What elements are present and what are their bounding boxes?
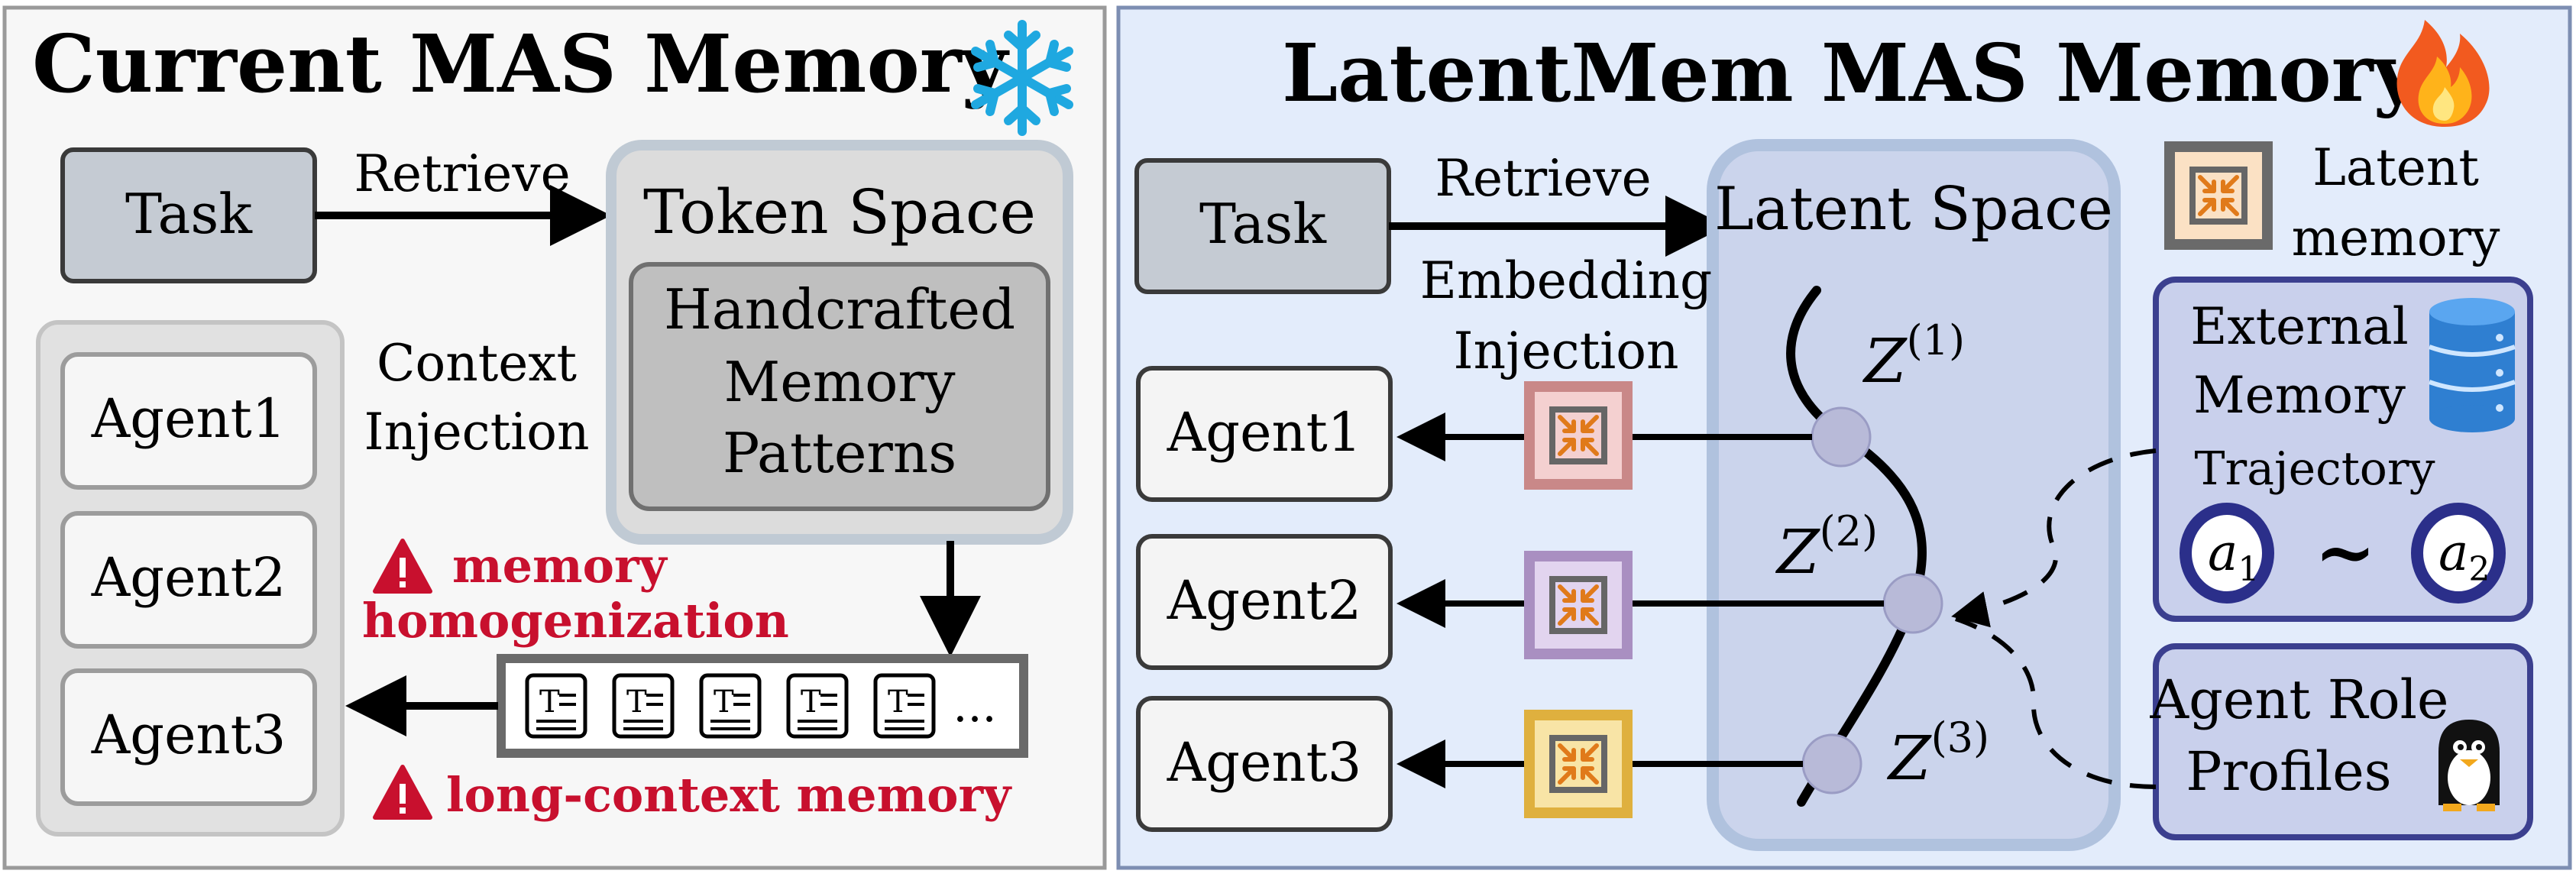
external-memory-line-1: External (2190, 297, 2409, 356)
penguin-icon (2438, 720, 2500, 811)
right-task-label: Task (1199, 192, 1327, 256)
embedding-injection-line-1: Embedding (1420, 251, 1712, 310)
external-memory-dashed-link (1951, 448, 2157, 628)
latent-node-3 (1801, 733, 1862, 794)
handcrafted-line-2: Memory (723, 350, 955, 414)
legend-latent-memory-box (2164, 141, 2273, 250)
context-injection-line-1: Context (377, 334, 577, 393)
token-doc-icon-2 (614, 675, 672, 736)
token-ellipsis: ... (953, 679, 996, 733)
left-task-label: Task (125, 182, 253, 246)
action-a2-circle (2411, 503, 2506, 604)
action-a2-label: a2 (2438, 523, 2490, 589)
handcrafted-line-3: Patterns (723, 421, 956, 485)
right-agent3-label: Agent3 (1167, 731, 1362, 794)
token-doc-icon-1 (527, 675, 585, 736)
handcrafted-line-1: Handcrafted (664, 277, 1015, 341)
role-profiles-dashed-link (1955, 616, 2157, 789)
token-strip (497, 654, 1028, 758)
legend-latent-line-2: memory (2292, 209, 2501, 267)
z3-label: Z(3) (1886, 714, 1989, 794)
latent-space-label: Latent Space (1714, 175, 2113, 244)
external-memory-line-2: Memory (2193, 366, 2406, 425)
latent-trajectory-curve (1786, 286, 1927, 807)
left-agent2-box (60, 511, 317, 649)
agent-role-line-2: Profiles (2186, 740, 2391, 803)
warning-homogenization-line-2: homogenization (362, 593, 789, 649)
latent-memory-box-3 (1524, 710, 1633, 818)
latent-node-2 (1882, 573, 1943, 634)
right-retrieve-label: Retrieve (1435, 149, 1651, 208)
fire-icon (2396, 20, 2490, 127)
left-panel-title: Current MAS Memory (32, 17, 1010, 111)
z1-label: Z(1) (1862, 316, 1965, 396)
action-a1-circle (2180, 503, 2274, 604)
right-agent2-box (1136, 534, 1393, 670)
left-agent2-label: Agent2 (91, 546, 286, 609)
right-agent1-label: Agent1 (1167, 401, 1362, 464)
left-agent1-label: Agent1 (91, 387, 286, 450)
warning-homogenization-line-1: memory (452, 538, 668, 594)
token-doc-icon-5 (875, 675, 934, 736)
trajectory-tilde: ~ (2315, 509, 2376, 595)
token-space-label: Token Space (643, 176, 1036, 248)
right-agent2-label: Agent2 (1167, 569, 1362, 632)
latent-node-1 (1811, 406, 1872, 468)
warning-long-context: long-context memory (446, 767, 1012, 823)
right-agent3-box (1136, 696, 1393, 832)
right-panel-title: LatentMem MAS Memory (1282, 26, 2422, 120)
token-doc-icon-4 (788, 675, 846, 736)
latent-memory-box-2 (1524, 551, 1633, 659)
left-agent3-box (60, 668, 317, 806)
token-doc-icon-3 (701, 675, 759, 736)
action-a1-label: a1 (2208, 523, 2259, 589)
left-agent1-box (60, 352, 317, 490)
right-agent1-box (1136, 366, 1393, 502)
legend-latent-line-1: Latent (2312, 138, 2479, 197)
left-agent3-label: Agent3 (91, 704, 286, 766)
handcrafted-box (629, 262, 1050, 511)
database-icon (2428, 298, 2516, 432)
agent-role-profiles-box (2153, 643, 2533, 840)
agent-role-line-1: Agent Role (2150, 668, 2449, 731)
latent-memory-box-1 (1524, 381, 1633, 490)
z2-label: Z(2) (1775, 507, 1878, 587)
snowflake-icon (971, 20, 1073, 136)
left-retrieve-label: Retrieve (354, 144, 570, 203)
embedding-injection-line-2: Injection (1454, 322, 1679, 380)
trajectory-label: Trajectory (2195, 442, 2435, 496)
context-injection-line-2: Injection (364, 403, 590, 461)
latent-space-box (1707, 139, 2121, 851)
